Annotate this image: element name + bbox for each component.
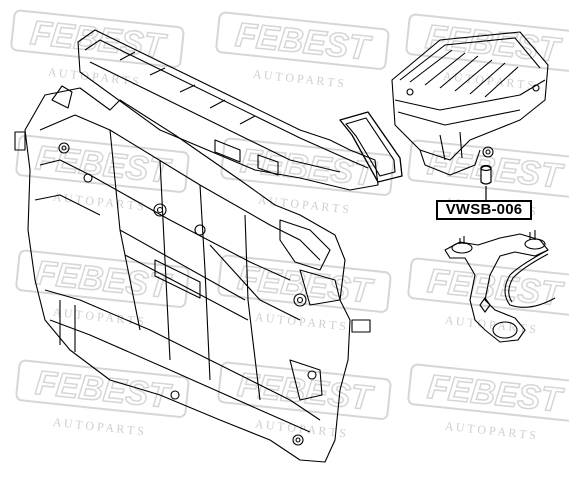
watermark: FEBEST A U T O P A R T S [215, 11, 390, 90]
watermark-subtitle: A U T O P A R T S [254, 310, 346, 333]
air-duct [77, 29, 379, 191]
watermark: FEBEST A U T O P A R T S [10, 9, 185, 88]
watermark: FEBEST A U T O P A R T S [407, 257, 569, 336]
front-carrier-frame [14, 29, 403, 463]
watermark-logo: FEBEST [236, 259, 377, 311]
intake-bracket [444, 230, 556, 343]
duct-gasket [339, 111, 403, 183]
watermark-frame [10, 9, 185, 68]
watermark-subtitle: A U T O P A R T S [47, 65, 139, 88]
watermark-logo: FEBEST [234, 16, 375, 68]
watermark: FEBEST A U T O P A R T S [407, 363, 569, 442]
watermark-logo: FEBEST [426, 144, 567, 196]
watermark-subtitle: A U T O P A R T S [52, 415, 144, 438]
watermark-logo: FEBEST [424, 18, 565, 70]
watermark-subtitle: A U T O P A R T S [254, 417, 346, 440]
watermark-subtitle: A U T O P A R T S [444, 419, 536, 442]
watermark-layer: FEBEST A U T O P A R T S FEBEST A U T O … [10, 9, 569, 442]
part-number-label: VWSB-006 [436, 200, 532, 220]
watermark: FEBEST A U T O P A R T S [217, 254, 392, 333]
watermark-logo: FEBEST [34, 364, 175, 416]
watermark-subtitle: A U T O P A R T S [252, 67, 344, 90]
watermark-logo: FEBEST [426, 368, 567, 420]
watermark: FEBEST A U T O P A R T S [217, 361, 392, 440]
bushing-part [480, 164, 492, 200]
watermark-subtitle: A U T O P A R T S [257, 193, 349, 216]
watermark: FEBEST A U T O P A R T S [15, 249, 190, 328]
watermark-logo: FEBEST [239, 142, 380, 194]
watermark: FEBEST A U T O P A R T S [405, 13, 569, 92]
watermark-logo: FEBEST [426, 262, 567, 314]
air-intake-box [391, 31, 549, 176]
watermark-logo: FEBEST [29, 14, 170, 66]
watermark-subtitle: A U T O P A R T S [52, 190, 144, 213]
watermark-subtitle: A U T O P A R T S [442, 69, 534, 92]
carrier-outline [24, 87, 351, 463]
watermark: FEBEST A U T O P A R T S [15, 359, 190, 438]
watermark-logo: FEBEST [34, 254, 175, 306]
